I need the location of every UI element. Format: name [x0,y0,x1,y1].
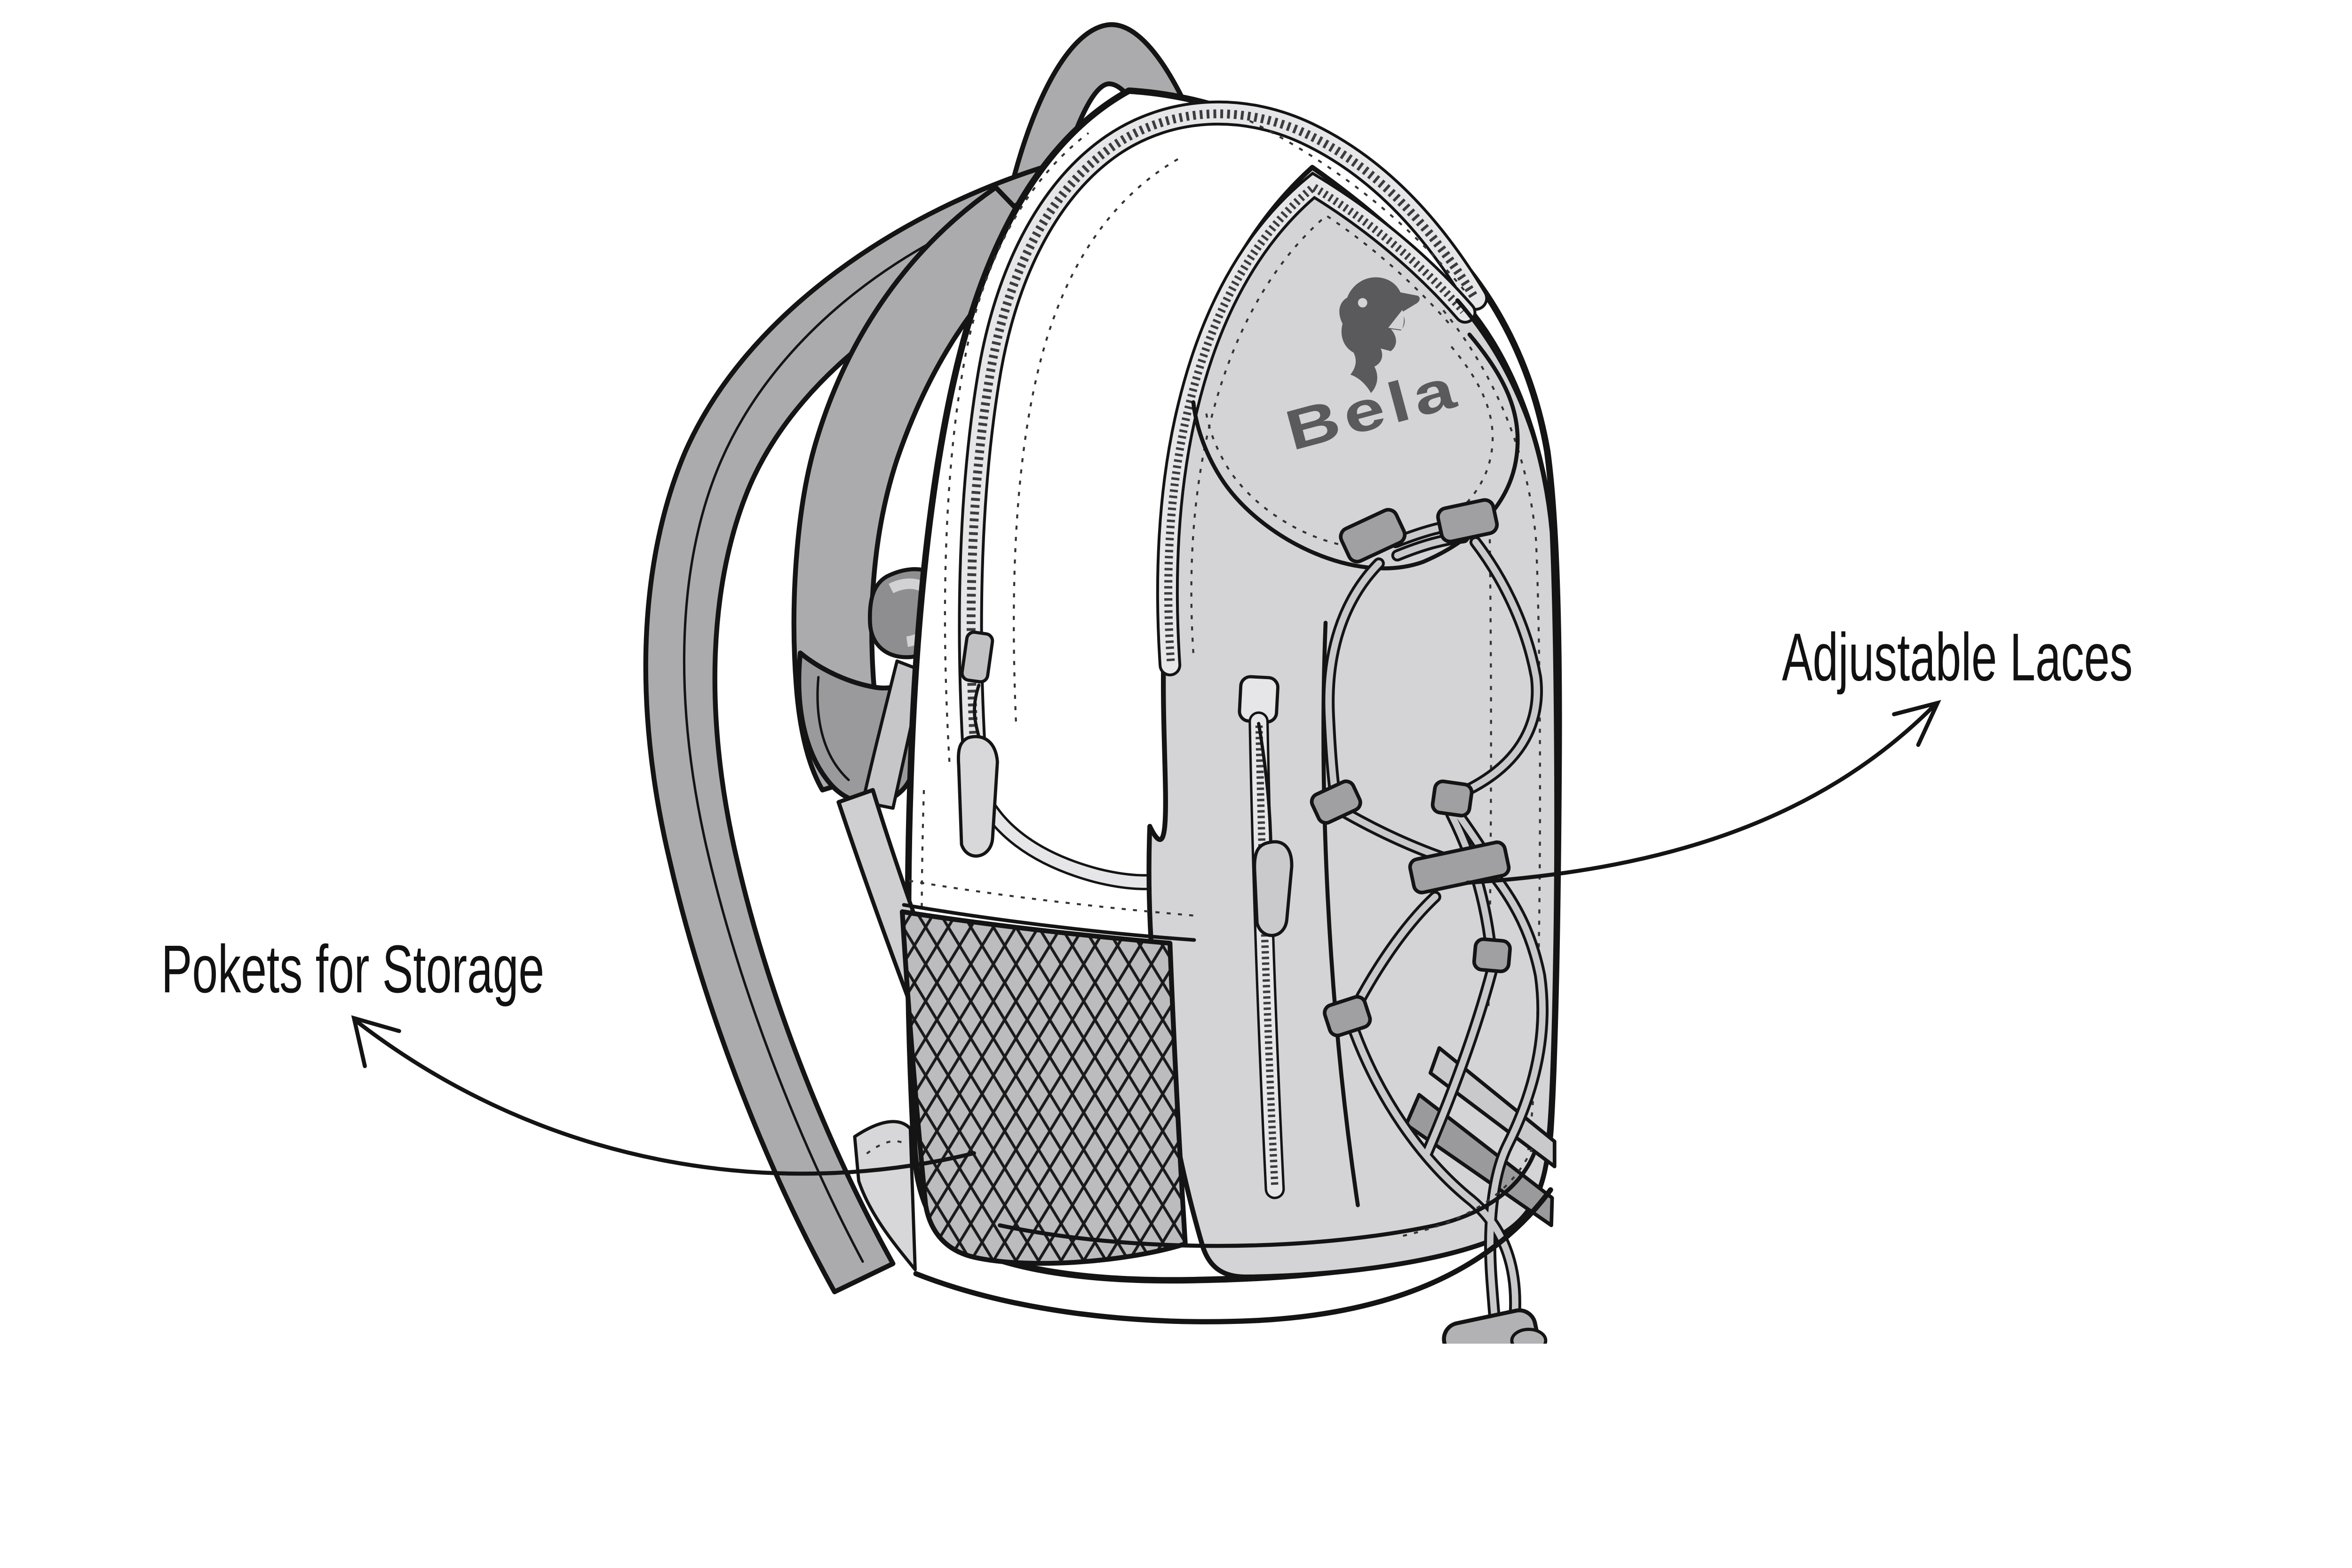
bottom-flap-stitch [866,1140,908,1155]
stitch-top-right [1249,120,1469,295]
label-storage-pockets: Pokets for Storage [161,931,544,1007]
bear-roar-icon [1339,277,1420,393]
main-zipper-pull [957,630,999,858]
arrowhead-storage-pockets [351,1015,401,1069]
shoulder-strap-far-contour [683,192,1049,1263]
callout-storage-pockets: Pokets for Storage [161,931,976,1176]
lace-anchor-tabs [1310,498,1512,1037]
adjustable-laces [1310,498,1549,1344]
illustration-canvas: Bela [161,22,2133,1344]
logo-panel-seam [1191,333,1520,570]
shoulder-strap-far [643,160,1091,1294]
mesh-pocket [899,909,1188,1266]
gusset-seam [1455,298,1559,1157]
arrowhead-adjustable-laces [1892,700,1941,747]
bottom-flap [853,1120,917,1272]
front-panel-zipper [1156,171,1477,677]
bottom-inner-seam [998,1150,1537,1248]
pocket-zipper-pull [1253,840,1294,937]
mesh-top-stitch [909,879,1197,917]
mesh-top-seam [902,903,1196,942]
main-zipper-teeth [966,109,1478,768]
callout-adjustable-laces: Adjustable Laces [1465,619,2133,885]
bottom-silhouette [913,1187,1553,1324]
stitch-right-of-zipper [1013,156,1182,722]
lace-toggle [1442,1308,1548,1344]
backpack-diagram: Bela [161,22,2133,1344]
strap-pad-contour [816,676,850,781]
bottom-corner-stitch [1403,1148,1533,1237]
front-pocket-zipper [1238,675,1294,1199]
arrow-adjustable-laces [1465,702,1938,885]
arrow-storage-pockets [353,1018,976,1176]
label-adjustable-laces: Adjustable Laces [1782,619,2133,695]
pocket-zipper-cord [1257,721,1272,844]
shoulder-strap-near [791,185,1047,792]
